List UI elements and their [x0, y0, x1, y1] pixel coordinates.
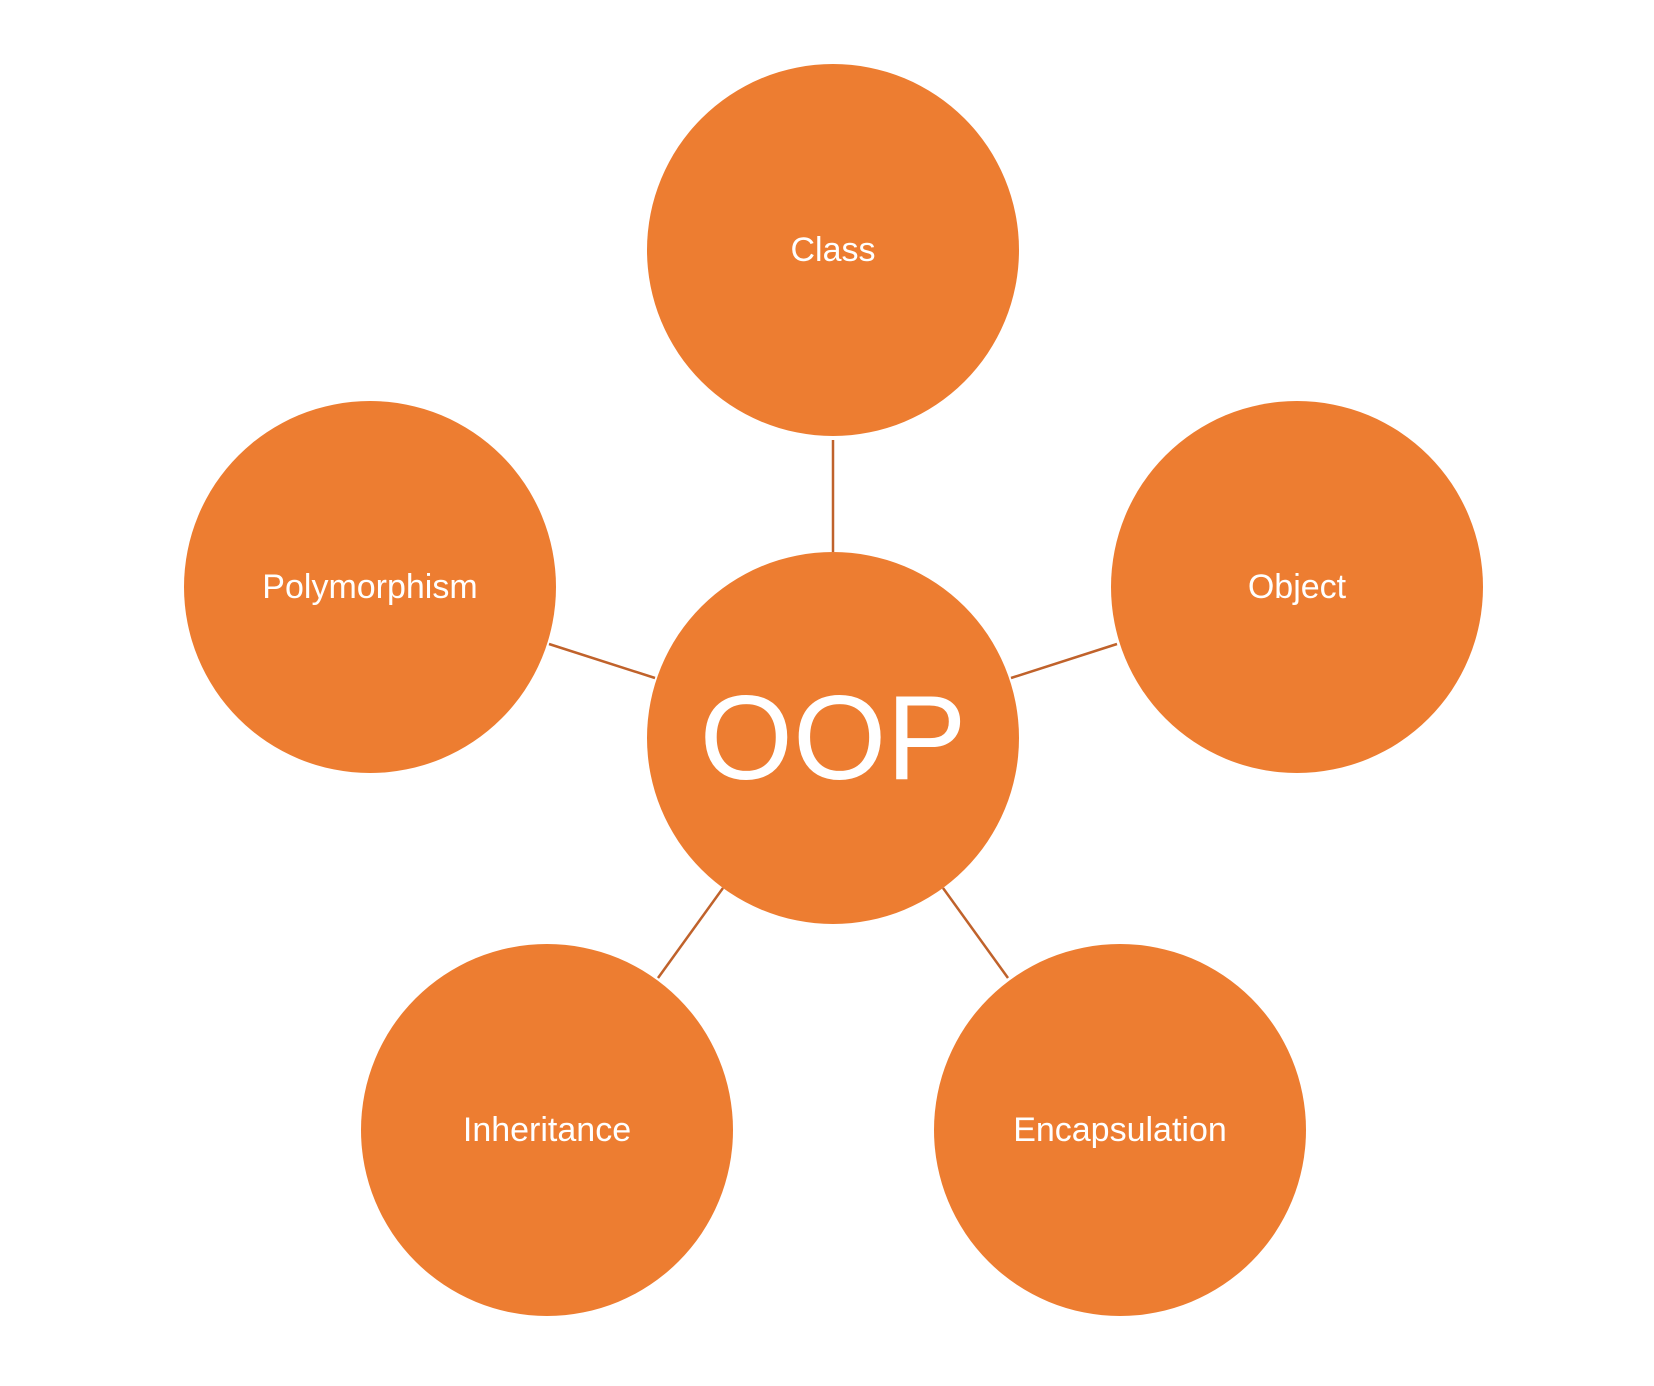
center-label: OOP: [700, 671, 967, 805]
polymorphism-circle: [184, 401, 556, 773]
connector-polymorphism: [548, 642, 656, 680]
connector-encapsulation: [941, 887, 1010, 979]
node-inheritance: Inheritance: [361, 944, 733, 1316]
node-class: Class: [647, 64, 1019, 436]
node-polymorphism: Polymorphism: [184, 401, 556, 773]
encapsulation-circle: [934, 944, 1306, 1316]
inheritance-circle: [361, 944, 733, 1316]
center-node: OOP: [647, 552, 1019, 924]
object-label: Object: [1248, 568, 1347, 606]
node-object: Object: [1111, 401, 1483, 773]
class-label: Class: [790, 231, 875, 269]
class-circle: [647, 64, 1019, 436]
object-circle: [1111, 401, 1483, 773]
node-encapsulation: Encapsulation: [934, 944, 1306, 1316]
connector-inheritance: [656, 887, 725, 979]
polymorphism-label: Polymorphism: [262, 568, 477, 606]
connectors: [548, 440, 1118, 979]
encapsulation-label: Encapsulation: [1013, 1111, 1227, 1149]
connector-object: [1010, 642, 1118, 680]
inheritance-label: Inheritance: [463, 1111, 631, 1149]
center-circle: [647, 552, 1019, 924]
